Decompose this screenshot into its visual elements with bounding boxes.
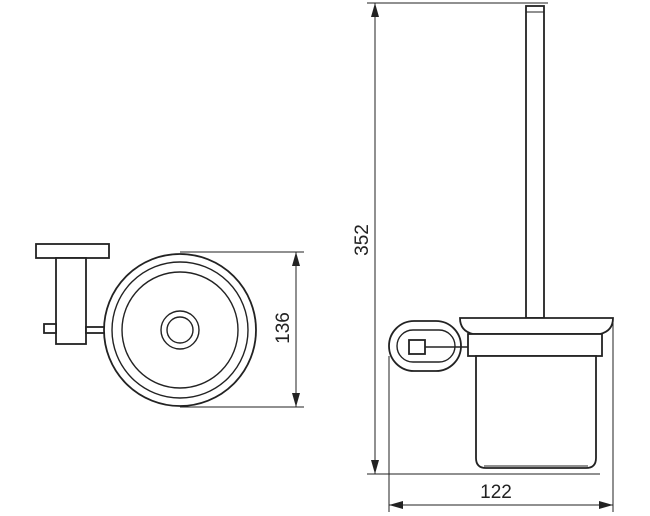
arrow-bottom: [292, 393, 300, 407]
brush-handle: [525, 5, 545, 319]
arrow-top: [371, 3, 379, 17]
side-view: [35, 243, 112, 345]
arrow-right: [599, 501, 613, 509]
holder-inner-ring: [111, 261, 249, 399]
bracket-screw: [43, 323, 57, 334]
arrow-top: [292, 252, 300, 266]
holder-outer-ring: [103, 253, 257, 407]
holder-rim: [121, 271, 239, 389]
wall-mount-inner: [396, 329, 456, 363]
arrow-left: [389, 501, 403, 509]
dimension-label-depth: 136: [273, 312, 294, 344]
mounting-plate: [35, 243, 110, 259]
dimension-depth: 136: [180, 251, 304, 408]
dimension-label-height: 352: [352, 224, 373, 256]
dimension-width: 122: [388, 320, 614, 512]
top-view: [103, 253, 257, 407]
cup-collar: [467, 333, 603, 357]
cup-lid: [459, 317, 614, 335]
cup-body: [475, 355, 597, 469]
arrow-bottom: [371, 460, 379, 474]
front-view: [388, 5, 614, 469]
dimension-height: 352: [352, 2, 600, 475]
brush-hole-inner: [166, 316, 194, 344]
dimension-label-width: 122: [480, 482, 512, 503]
mount-connector: [408, 339, 426, 355]
brush-hole-outer: [160, 310, 200, 350]
bracket-post: [55, 257, 87, 345]
